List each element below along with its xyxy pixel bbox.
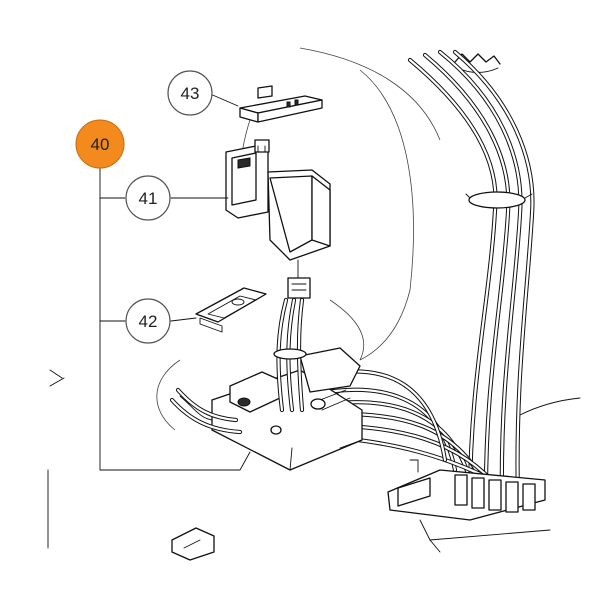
wire-fan — [297, 369, 518, 495]
callout-40: 40 — [75, 119, 125, 169]
part-41-switch — [225, 139, 331, 299]
bracket-fragment — [171, 527, 215, 561]
callout-40-highlight — [75, 119, 125, 169]
terminal-block — [387, 459, 551, 553]
housing-outline — [47, 47, 581, 549]
part-43-button-cover — [239, 85, 323, 123]
leader-lines — [99, 92, 251, 471]
part-42-gasket — [195, 287, 267, 333]
callout-43: 43 — [167, 70, 213, 116]
switch-lead-wires — [273, 297, 307, 413]
wire-bundle-right — [407, 49, 535, 503]
switch-base-assembly — [169, 347, 363, 471]
callout-42: 42 — [125, 298, 171, 344]
callout-40-label: 40 — [91, 135, 110, 154]
callout-42-label: 42 — [139, 312, 158, 331]
callout-41-label: 41 — [139, 189, 158, 208]
callout-41: 41 — [125, 175, 171, 221]
callout-43-label: 43 — [181, 84, 200, 103]
